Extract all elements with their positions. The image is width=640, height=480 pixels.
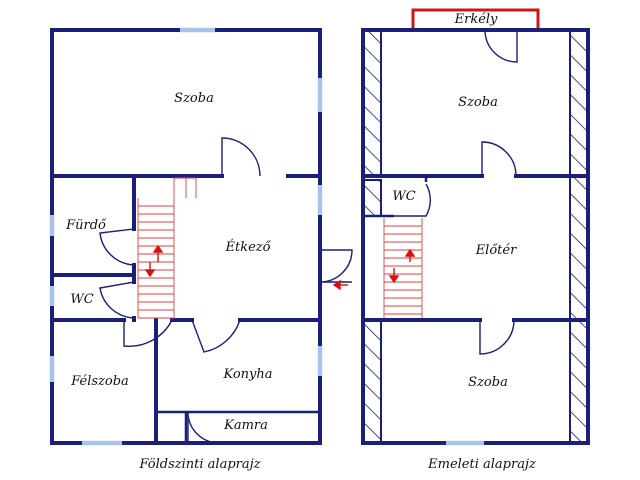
upper-hatched-wall-right-top	[569, 29, 589, 177]
ground-room-furdo: Fürdő	[65, 218, 107, 233]
upper-hatched-wall-right-mid	[569, 175, 589, 321]
upper-room-wc: WC	[392, 189, 415, 204]
ground-door-kamra	[187, 411, 220, 444]
ground-floor-caption: Földszinti alaprajz	[138, 457, 260, 472]
upper-hatched-wall-right-bottom	[569, 319, 589, 444]
ground-entrance-door	[319, 249, 353, 283]
ground-door-furdo	[99, 228, 135, 266]
ground-room-wc: WC	[70, 292, 93, 307]
upper-balcony-railing	[411, 8, 540, 30]
ground-room-felszoba: Félszoba	[70, 374, 129, 389]
ground-stairs	[137, 177, 197, 319]
upper-hatched-wall-left-mid	[362, 179, 382, 217]
upper-door-szoba-top	[481, 141, 517, 177]
ground-floor-plan: Szoba Fürdő WC Étkező Félszoba Konyha Ka…	[49, 27, 353, 472]
upper-room-szoba-top: Szoba	[458, 95, 498, 110]
ground-door-wc	[99, 281, 135, 319]
upper-stairs	[383, 218, 423, 318]
ground-room-etkezo: Étkező	[225, 239, 272, 255]
upper-room-erkely: Erkély	[454, 12, 498, 27]
ground-door-konyha	[191, 319, 241, 353]
upper-hatched-wall-left-bottom	[362, 319, 382, 444]
upper-door-szoba-bottom	[479, 319, 515, 355]
ground-room-szoba: Szoba	[174, 91, 214, 106]
upper-floor-plan: Erkély Szoba WC Előtér Szoba Emeleti ala…	[361, 8, 590, 472]
upper-door-balcony	[484, 29, 518, 63]
upper-door-wc	[394, 183, 431, 217]
ground-door-felszoba	[123, 319, 173, 347]
upper-room-eloter: Előtér	[475, 243, 517, 258]
upper-floor-caption: Emeleti alaprajz	[427, 457, 536, 472]
ground-room-kamra: Kamra	[223, 418, 268, 433]
upper-stair-arrow	[388, 248, 416, 284]
ground-stair-arrows	[144, 244, 164, 278]
ground-entrance-arrow	[332, 279, 348, 291]
upper-hatched-wall-left-top	[362, 29, 382, 177]
upper-room-szoba-bottom: Szoba	[468, 375, 508, 390]
ground-room-konyha: Konyha	[222, 367, 272, 382]
ground-door-szoba	[221, 137, 261, 177]
